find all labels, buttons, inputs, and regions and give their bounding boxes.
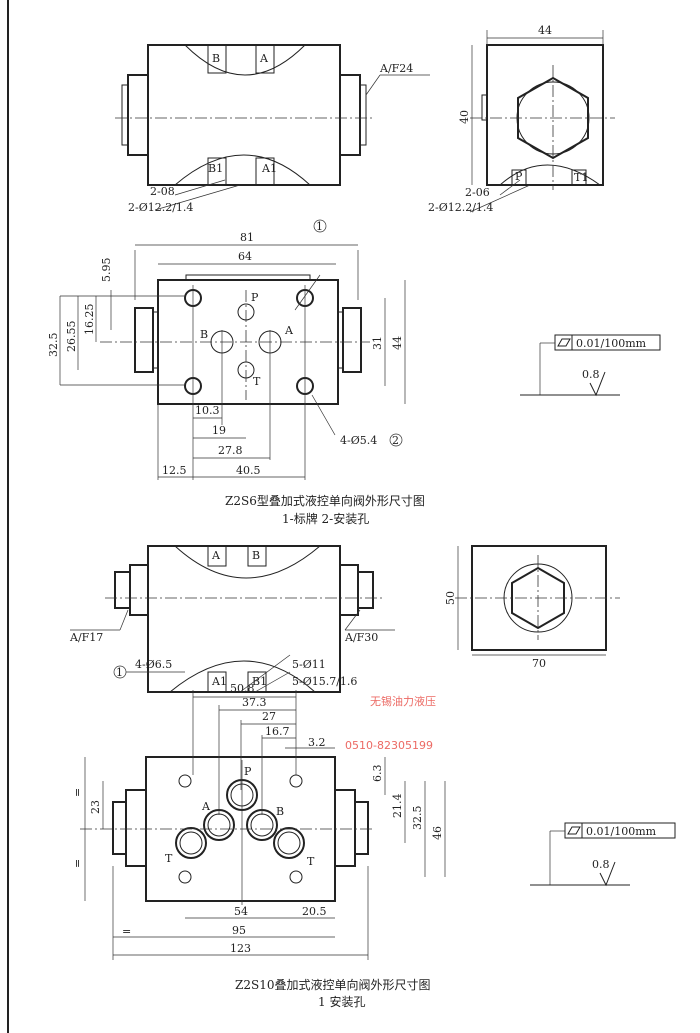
dim-95: 95 [232,924,246,937]
dim-26-55: 26.55 [65,321,78,353]
equal-mark-bottom: = [122,925,131,938]
dim-12-5: 12.5 [162,464,187,477]
port-a-label: A [211,549,221,562]
dim-27-8: 27.8 [218,444,243,457]
watermark-company: 无锡油力液压 [370,694,436,708]
port-b-label: B [200,328,208,341]
dim-height: 40 [458,110,471,124]
port-a-label: A [201,800,211,813]
dim-6-3: 6.3 [371,765,384,783]
equal-mark-lower: = [71,859,84,868]
mounting-holes-callout: 4-Ø6.5 [135,658,172,671]
mounting-holes-callout: 4-Ø5.4 [340,434,377,447]
dim-32-5: 32.5 [47,333,60,358]
dim-44: 44 [391,336,404,350]
port-p-label: P [251,291,259,304]
z2s6-surface-spec: 0.01/100mm 0.8 [520,334,661,397]
dim-5-95: 5.95 [100,258,113,283]
dim-width: 44 [538,24,552,37]
surface-roughness: 0.8 [592,858,610,871]
dim-37-3: 37.3 [242,696,267,709]
dim-16-7: 16.7 [265,725,290,738]
dim-50-8: 50.8 [230,682,255,695]
z2s6-legend: 1-标牌 2-安装孔 [282,511,369,526]
port-b1-label: B1 [208,162,223,175]
dim-32-5: 32.5 [411,806,424,831]
port-t1-label: T1 [574,171,588,184]
dim-31: 31 [371,336,384,350]
port-b1-label: B1 [252,675,267,688]
z2s10-drawing-title: Z2S10叠加式液控单向阀外形尺寸图 [235,977,430,992]
dim-64: 64 [238,250,252,263]
port-a1-label: A1 [211,675,227,688]
dim-10-3: 10.3 [195,404,220,417]
equal-mark-upper: = [71,788,84,797]
port-a-label: A [284,324,294,337]
port-a1-label: A1 [261,162,277,175]
dim-27: 27 [262,710,276,723]
dim-54: 54 [234,905,248,918]
flatness-tolerance: 0.01/100mm [576,337,647,350]
dim-50: 50 [444,591,457,605]
oring-callout: 2-08 [150,185,175,198]
z2s10-front-view: A B A1 B1 A/F17 A/F30 1 4-Ø6.5 5-Ø11 5-Ø… [69,545,395,693]
flatness-tolerance: 0.01/100mm [586,825,657,838]
port-t-label: T [253,375,261,388]
z2s6-front-view: B A A/F24 B1 A1 2-08 2-Ø12.2/1.4 [115,44,430,214]
dim-81: 81 [240,231,254,244]
port-p-label: P [244,765,252,778]
dim-123: 123 [230,942,251,955]
dim-21-4: 21.4 [391,794,404,819]
across-flats-left: A/F17 [69,631,103,644]
dim-70: 70 [532,657,546,670]
across-flats-right: A/F30 [344,631,378,644]
dim-16-25: 16.25 [83,304,96,336]
surface-roughness: 0.8 [582,368,600,381]
port-b-label: B [252,549,260,562]
watermark-phone: 0510-82305199 [345,739,433,752]
counterbore-callout: 5-Ø15.7/1.6 [292,675,357,688]
z2s10-top-view: 50.8 37.3 27 16.7 3.2 6.3 21.4 32.5 46 2… [71,682,446,960]
z2s6-top-view: 1 81 64 5.95 16.25 26.55 32.5 P B A T 31… [47,219,406,480]
z2s6-drawing-title: Z2S6型叠加式液控单向阀外形尺寸图 [225,493,425,508]
dim-20-5: 20.5 [302,905,327,918]
dim-19: 19 [212,424,226,437]
z2s6-side-view: 44 40 P T1 2-06 2-Ø12.2/1.4 [428,24,615,214]
callout-1: 1 [116,666,123,679]
dim-3-2: 3.2 [308,736,326,749]
port-p-label: P [515,170,523,183]
z2s10-surface-spec: 0.01/100mm 0.8 [530,822,676,887]
z2s10-legend: 1 安装孔 [318,994,365,1009]
z2s10-side-view: 50 70 [444,545,620,670]
counterbore-callout: 2-Ø12.2/1.4 [428,201,493,214]
dim-46: 46 [431,826,444,840]
counterbore-callout: 2-Ø12.2/1.4 [128,201,193,214]
dim-40-5: 40.5 [236,464,261,477]
across-flats-label: A/F24 [379,62,413,75]
port-a-label: A [259,52,269,65]
dim-23: 23 [89,800,102,814]
callout-2: 2 [392,434,399,447]
oring-callout: 5-Ø11 [292,658,326,671]
port-b-label: B [276,805,284,818]
port-t-right-label: T [307,855,315,868]
port-b-label: B [212,52,220,65]
oring-callout: 2-06 [465,186,490,199]
port-t-left-label: T [165,852,173,865]
callout-1: 1 [316,220,323,233]
